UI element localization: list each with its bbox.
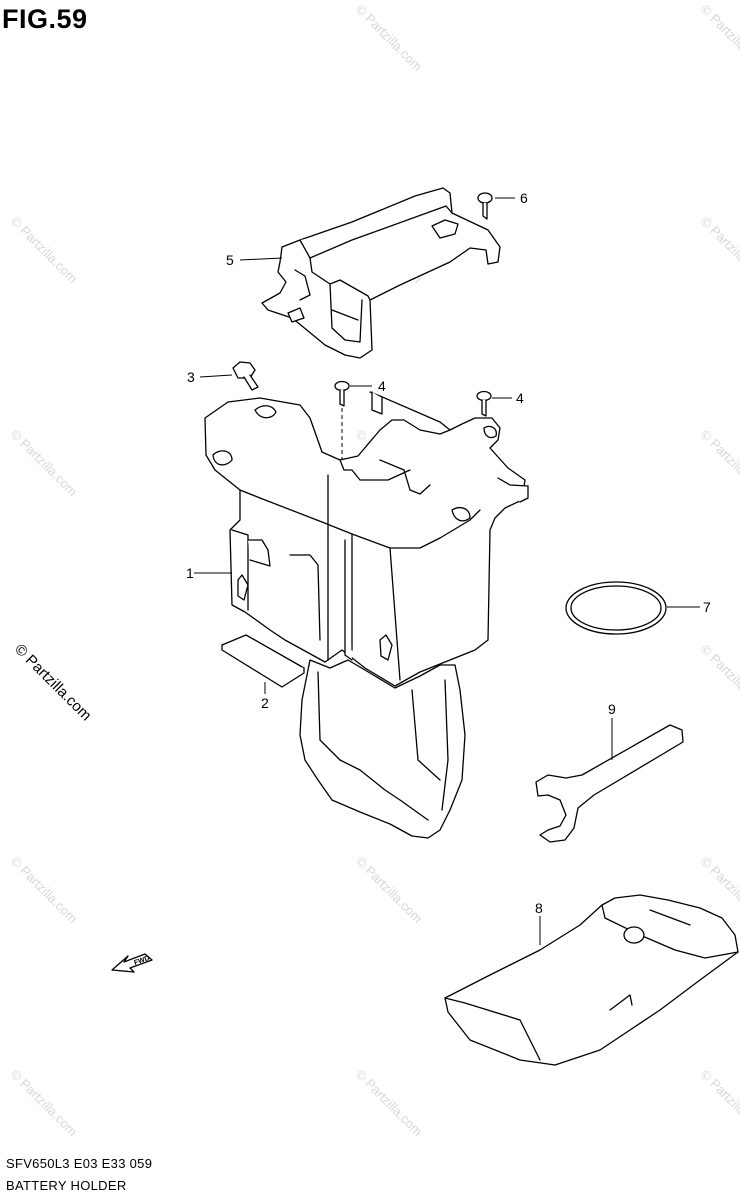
part-3-bolt [232, 361, 259, 391]
watermark-text: © Partzilla.com [698, 214, 740, 287]
callout-4b: 4 [516, 390, 524, 406]
part-2-pad [221, 634, 305, 688]
part-7-ring [565, 581, 667, 635]
leader-line-3 [199, 374, 233, 378]
callout-1: 1 [186, 565, 194, 581]
figure-title: FIG.59 [2, 4, 88, 34]
callout-2: 2 [261, 695, 269, 711]
callout-3: 3 [187, 369, 195, 385]
watermark-text: © Partzilla.com [353, 854, 426, 927]
callout-4a: 4 [378, 378, 386, 394]
fwd-arrow-label: FWD [133, 955, 150, 967]
footer-section-name: BATTERY HOLDER [6, 1178, 127, 1193]
part-1-lower-flap [299, 659, 466, 839]
part-1-battery-case [204, 391, 529, 687]
footer-model-code: SFV650L3 E03 E33 059 [6, 1156, 153, 1171]
watermark-text: © Partzilla.com [8, 854, 81, 927]
leader-lines [194, 197, 700, 945]
watermark-dark-text: © Partzilla.com [11, 641, 94, 724]
watermark-text: © Partzilla.com [8, 214, 81, 287]
callout-9: 9 [608, 701, 616, 717]
watermark-text: © Partzilla.com [8, 1067, 81, 1140]
part-9-wrench [535, 724, 684, 843]
part-4-screw-right [476, 390, 492, 417]
part-5-upper-bracket [261, 187, 501, 359]
watermark-text: © Partzilla.com [353, 1067, 426, 1140]
part-6-screw [477, 192, 493, 220]
callout-7: 7 [703, 599, 711, 615]
watermark-text: © Partzilla.com [698, 427, 740, 500]
part-4-screw-left [334, 380, 350, 407]
callout-6: 6 [520, 190, 528, 206]
leader-line-5 [239, 257, 283, 261]
watermark-text: © Partzilla.com [698, 2, 740, 75]
watermark-text: © Partzilla.com [698, 1067, 740, 1140]
watermark-text: © Partzilla.com [353, 2, 426, 75]
callout-8: 8 [535, 900, 543, 916]
fwd-arrow-icon [111, 953, 153, 973]
watermark-text: © Partzilla.com [698, 642, 740, 715]
callout-5: 5 [226, 252, 234, 268]
part-8-bag [444, 894, 739, 1066]
watermark-text: © Partzilla.com [8, 427, 81, 500]
